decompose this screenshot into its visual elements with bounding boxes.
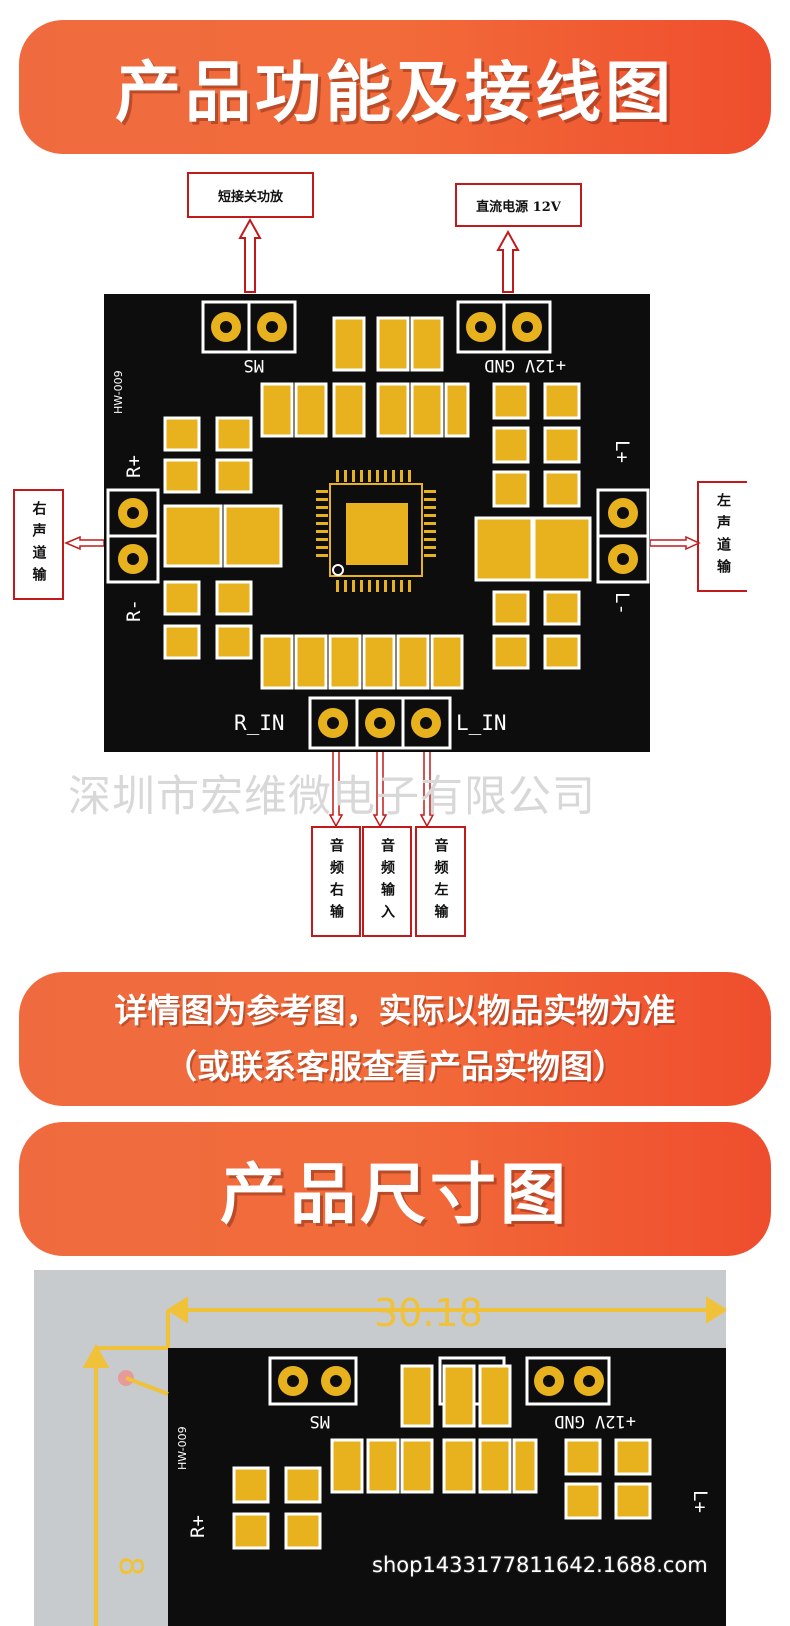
dimension-diagram: 30.18 8 MS +12V GND HW-009 R+ L+ <box>34 1270 726 1626</box>
notice-line1: 详情图为参考图，实际以物品实物为准 <box>114 991 676 1030</box>
label-ms: MS <box>244 355 264 375</box>
size-banner: 产品尺寸图 <box>19 1122 771 1256</box>
pcb-board: MS +12V GND HW-009 R+ R- L+ L- R_IN L_IN <box>104 294 650 752</box>
label-l-in: L_IN <box>456 711 507 735</box>
arrow-power <box>496 229 520 293</box>
company-watermark: 深圳市宏维微电子有限公司 <box>68 772 596 822</box>
label-r-in: R_IN <box>234 711 285 735</box>
size-title: 产品尺寸图 <box>220 1156 570 1233</box>
callout-audio-right: 音频右输 <box>311 826 361 937</box>
label-l-minus: L- <box>611 592 633 615</box>
wiring-diagram: MS +12V GND HW-009 R+ R- L+ L- R_IN L_IN <box>64 217 701 828</box>
dim-label-ms: MS <box>310 1411 330 1431</box>
callout-left-output: 左声道输 <box>697 481 747 592</box>
dim-label-model: HW-009 <box>176 1426 189 1470</box>
callout-power: 直流电源 12V <box>455 183 582 227</box>
arrow-left-output <box>649 535 701 551</box>
callout-audio-left: 音频左输 <box>415 826 466 937</box>
label-r-plus: R+ <box>123 455 145 478</box>
function-banner: 产品功能及接线图 <box>19 20 771 154</box>
arrow-audio <box>328 752 435 828</box>
callout-ms: 短接关功放 <box>187 172 314 218</box>
label-r-minus: R- <box>123 599 145 622</box>
dim-label-l-plus: L+ <box>689 1490 711 1513</box>
label-l-plus: L+ <box>611 440 633 463</box>
function-title: 产品功能及接线图 <box>115 54 675 131</box>
label-model: HW-009 <box>112 370 125 414</box>
arrow-right-output <box>64 535 105 551</box>
notice-line2: （或联系客服查看产品实物图） <box>164 1047 626 1086</box>
dim-label-power: +12V GND <box>554 1411 636 1431</box>
arrow-ms <box>238 217 262 293</box>
height-dimension: 8 <box>112 1556 150 1576</box>
dim-label-r-plus: R+ <box>187 1515 209 1538</box>
shop-watermark: shop1433177811642.1688.com <box>372 1553 708 1577</box>
callout-right-output: 右声道输 <box>13 489 64 600</box>
callout-audio-input: 音频输入 <box>362 826 412 937</box>
amplifier-ic <box>316 470 436 592</box>
label-power: +12V GND <box>484 355 566 375</box>
width-dimension: 30.18 <box>374 1291 483 1335</box>
notice-banner: 详情图为参考图，实际以物品实物为准 （或联系客服查看产品实物图） <box>19 972 771 1106</box>
